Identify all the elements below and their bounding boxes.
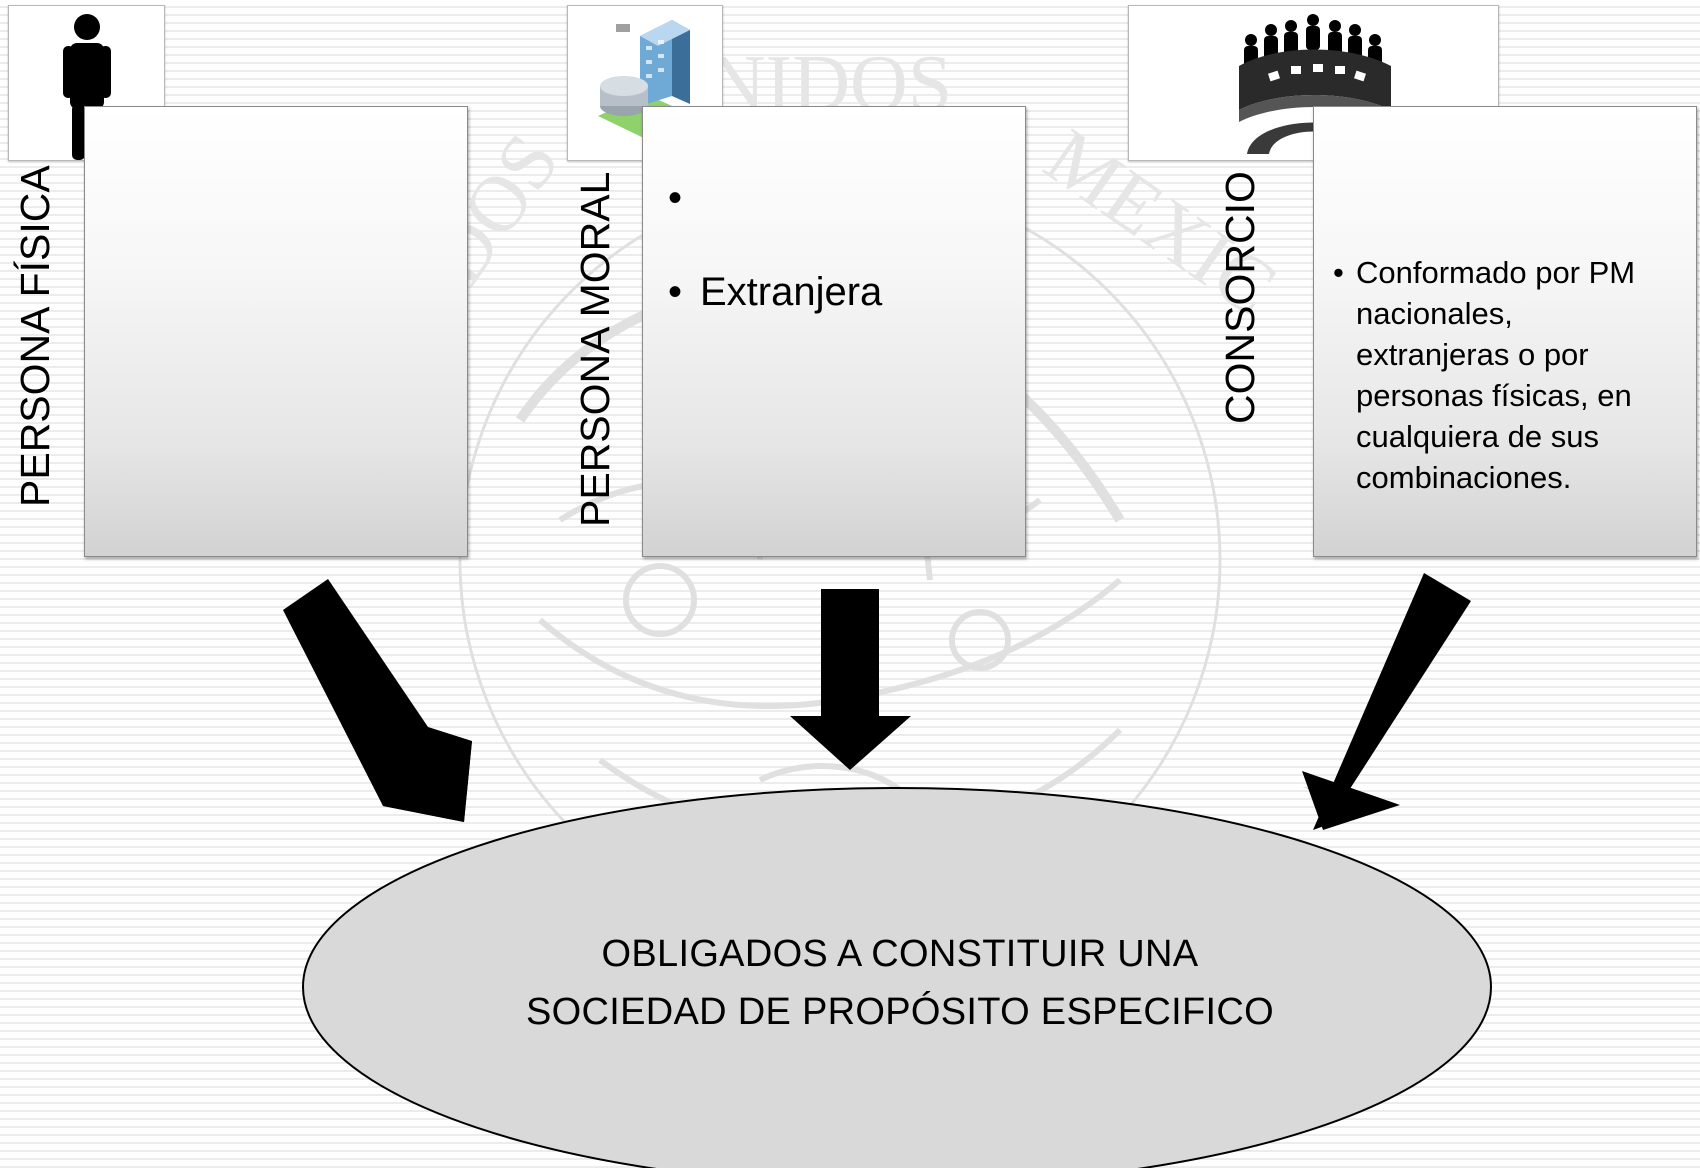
meeting-table-icon [1239, 14, 1391, 154]
arrow-left-head [383, 741, 472, 822]
arrow-left [283, 579, 472, 822]
persona-moral-bullets: Extranjera [668, 178, 1018, 312]
result-text: OBLIGADOS A CONSTITUIR UNA SOCIEDAD DE P… [430, 925, 1370, 1041]
persona-moral-bullet-2: Extranjera [668, 272, 1018, 312]
arrow-right [1302, 573, 1471, 830]
persona-fisica-card [84, 106, 468, 557]
arrow-right-head [1302, 771, 1400, 830]
arrow-center [790, 589, 911, 770]
persona-moral-icon-box [567, 5, 723, 161]
consorcio-bullets: Conformado por PM nacionales, extranjera… [1333, 252, 1673, 498]
result-line-1: OBLIGADOS A CONSTITUIR UNA [601, 933, 1199, 975]
consorcio-bullet-1: Conformado por PM nacionales, extranjera… [1333, 252, 1673, 498]
persona-moral-bullet-1 [668, 178, 1018, 218]
result-line-2: SOCIEDAD DE PROPÓSITO ESPECIFICO [526, 991, 1274, 1033]
